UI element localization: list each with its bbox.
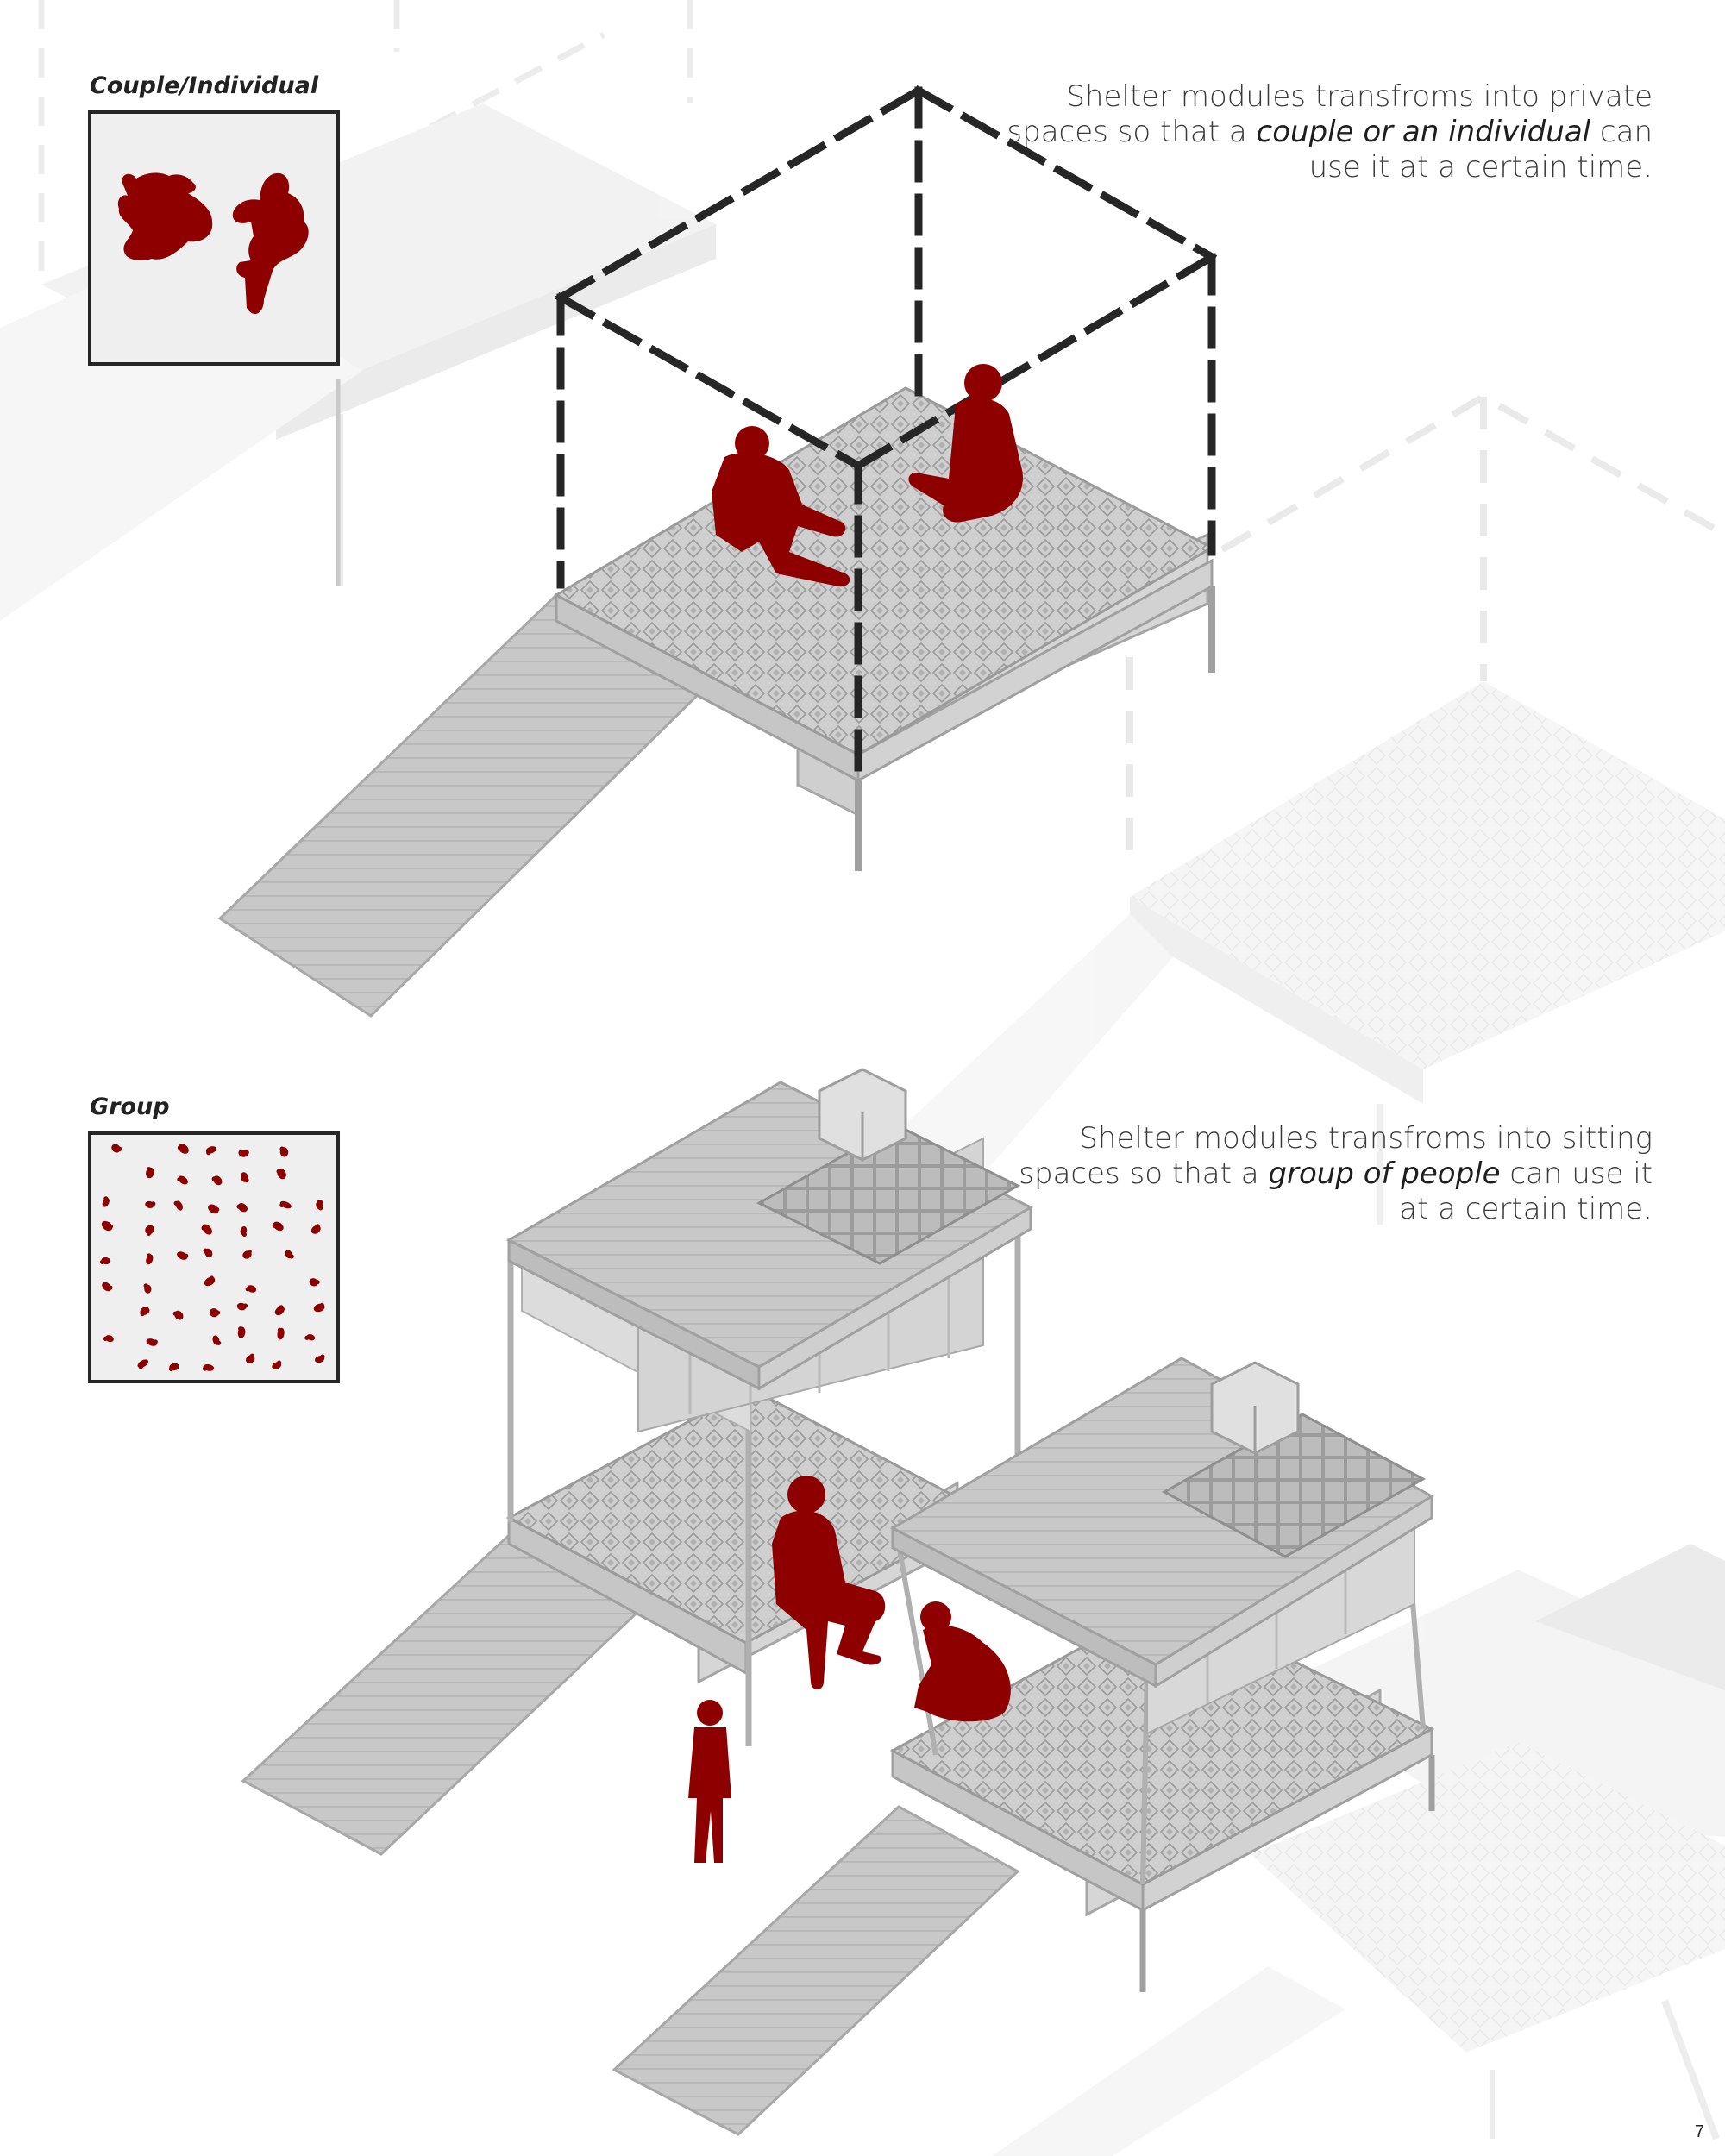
group-person-mark — [272, 1221, 284, 1232]
sitting-person-figure — [712, 426, 850, 587]
group-person-mark — [276, 1168, 286, 1180]
group-person-mark — [272, 1360, 282, 1369]
group-people-figures — [688, 1476, 1011, 1863]
group-person-mark — [145, 1200, 156, 1208]
group-person-mark — [146, 1253, 154, 1265]
group-person-mark — [177, 1175, 188, 1185]
group-person-mark — [202, 1363, 215, 1371]
crouching-person-figure — [914, 1601, 1011, 1722]
group-person-mark — [172, 1310, 184, 1320]
carpet-deck — [889, 1598, 1435, 1886]
group-person-mark — [313, 1302, 325, 1313]
couple-topview-figures — [117, 172, 309, 315]
group-person-mark — [111, 1144, 122, 1153]
dashed-privacy-frame — [555, 85, 1218, 780]
group-person-mark — [240, 1225, 248, 1238]
group-person-mark — [145, 1225, 154, 1236]
legend-couple-box — [88, 110, 340, 366]
group-person-mark — [238, 1150, 249, 1157]
group-person-mark — [246, 1353, 255, 1363]
page-number: 7 — [1694, 2122, 1704, 2141]
group-person-mark — [102, 1196, 110, 1207]
group-person-mark — [205, 1146, 216, 1156]
caption-sitting-spaces: Shelter modules transfroms into sitting … — [1019, 1121, 1653, 1226]
group-person-mark — [99, 1257, 111, 1265]
legend-couple-title: Couple/Individual — [90, 72, 319, 99]
private-shelter-module — [217, 85, 1218, 1018]
legend-group-title: Group — [90, 1094, 170, 1120]
group-person-mark — [236, 1302, 248, 1311]
group-person-mark — [146, 1167, 154, 1179]
group-person-mark — [237, 1326, 246, 1338]
caption-private-spaces: Shelter modules transfroms into private … — [1007, 79, 1653, 185]
group-person-mark — [173, 1200, 183, 1211]
standing-child-figure — [688, 1700, 731, 1863]
group-person-mark — [177, 1251, 189, 1260]
group-person-mark — [279, 1146, 289, 1157]
group-person-mark — [310, 1224, 321, 1234]
group-person-mark — [177, 1144, 189, 1154]
group-person-mark — [240, 1172, 249, 1183]
group-person-mark — [146, 1338, 158, 1346]
cross-legged-person-figure — [908, 364, 1023, 523]
group-person-mark — [315, 1354, 325, 1363]
group-person-mark — [203, 1248, 213, 1258]
group-person-mark — [211, 1175, 223, 1186]
group-person-mark — [242, 1249, 252, 1259]
group-person-mark — [102, 1282, 113, 1292]
legend-group-box — [88, 1131, 340, 1383]
group-person-mark — [137, 1359, 149, 1369]
group-person-mark — [304, 1334, 316, 1341]
group-person-mark — [101, 1220, 114, 1232]
group-person-mark — [274, 1305, 285, 1316]
group-person-mark — [285, 1250, 294, 1259]
group-person-mark — [168, 1363, 179, 1372]
group-person-mark — [143, 1283, 152, 1294]
group-shelter-module-right — [612, 1357, 1435, 2136]
group-person-mark — [208, 1204, 220, 1214]
group-person-mark — [277, 1327, 285, 1340]
group-person-mark — [316, 1199, 323, 1211]
group-person-mark — [201, 1224, 212, 1235]
group-person-mark — [140, 1307, 150, 1317]
group-person-mark — [204, 1275, 216, 1287]
battery-unit — [818, 1068, 907, 1162]
ramp — [612, 1805, 1020, 2136]
group-person-mark — [245, 1285, 257, 1293]
sitting-man-figure — [772, 1476, 886, 1689]
group-person-mark — [209, 1308, 221, 1318]
group-person-mark — [309, 1278, 320, 1287]
group-person-mark — [212, 1335, 222, 1345]
group-topview-figures — [99, 1144, 325, 1372]
ghost-module-bottom-right — [992, 1544, 1725, 2156]
group-person-mark — [236, 1203, 248, 1213]
battery-unit — [1210, 1361, 1300, 1455]
group-shelter-module-left — [241, 1068, 1034, 1856]
group-person-mark — [279, 1200, 292, 1209]
group-person-mark — [103, 1335, 114, 1343]
